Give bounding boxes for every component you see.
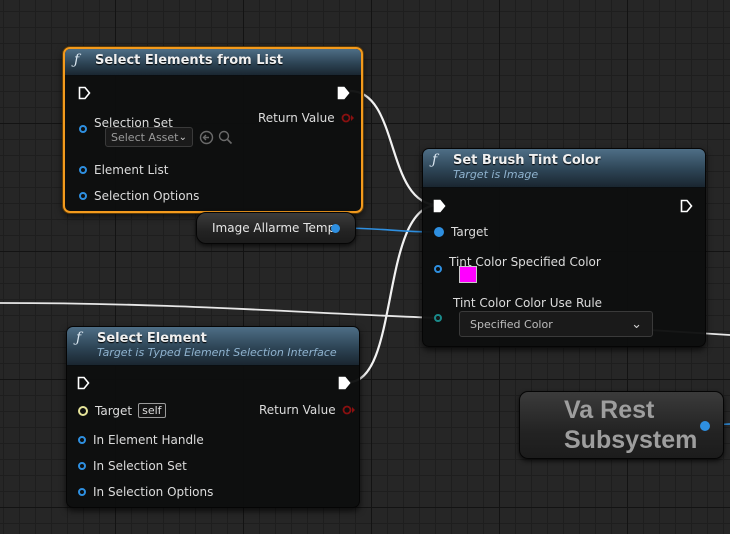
pin-element-list[interactable]: Element List: [79, 163, 168, 177]
pin-in-element-handle-icon[interactable]: [78, 436, 86, 444]
function-icon: ƒ: [76, 330, 82, 346]
variable-image-allarme-temp[interactable]: Image Allarme Temp: [196, 212, 356, 244]
variable-label-line1: Va Rest: [564, 396, 655, 424]
pin-in-selection-options-icon[interactable]: [78, 488, 86, 496]
pin-in-selection-set-icon[interactable]: [78, 462, 86, 470]
node-title: Select Elements from List: [95, 53, 283, 68]
exec-wire-2: [348, 203, 439, 384]
exec-in-icon[interactable]: [77, 376, 90, 390]
pin-tint-color-specified-icon[interactable]: [434, 265, 442, 273]
passing-wire-left: [0, 302, 441, 319]
tint-color-swatch[interactable]: [459, 266, 477, 283]
pin-in-selection-set-label: In Selection Set: [93, 459, 187, 473]
pin-tint-color-use-rule[interactable]: Tint Color Color Use Rule: [434, 296, 602, 310]
variable-va-rest-subsystem[interactable]: Va Rest Subsystem: [519, 391, 724, 459]
pin-tint-color-use-rule-icon[interactable]: [434, 314, 442, 322]
pin-target[interactable]: Target: [434, 225, 488, 239]
pin-target-label: Target: [451, 225, 489, 239]
node-title: Set Brush Tint Color: [453, 153, 601, 168]
exec-out-icon[interactable]: [337, 86, 350, 100]
function-icon: ƒ: [74, 52, 80, 68]
pin-target[interactable]: Target self: [78, 403, 166, 418]
pin-return-value-label: Return Value: [258, 111, 335, 125]
select-asset-combo-label: Select Asset: [111, 130, 179, 144]
pin-selection-options[interactable]: Selection Options: [79, 189, 199, 203]
chevron-down-icon: ⌄: [178, 131, 187, 143]
node-set-brush-tint-color[interactable]: ƒ Set Brush Tint Color Target is Image T…: [422, 148, 706, 347]
node-subtitle: Target is Typed Element Selection Interf…: [97, 346, 337, 359]
pin-element-list-label: Element List: [94, 163, 169, 177]
exec-in-icon[interactable]: [433, 199, 446, 213]
node-title: Select Element: [97, 331, 207, 346]
search-icon[interactable]: [218, 130, 233, 145]
node-select-elements-from-list[interactable]: ƒ Select Elements from List Selection Se…: [63, 47, 363, 213]
node-subtitle: Target is Image: [453, 168, 539, 181]
pin-selection-options-icon[interactable]: [79, 192, 87, 200]
pin-in-selection-set[interactable]: In Selection Set: [78, 459, 187, 473]
pin-in-selection-options[interactable]: In Selection Options: [78, 485, 213, 499]
browse-back-icon[interactable]: [199, 130, 214, 145]
variable-output-pin[interactable]: [700, 421, 710, 431]
self-tag: self: [138, 403, 166, 418]
select-asset-combo[interactable]: Select Asset ⌄: [105, 127, 193, 147]
exec-out-icon[interactable]: [338, 376, 351, 390]
pin-selection-options-label: Selection Options: [94, 189, 200, 203]
pin-element-list-icon[interactable]: [79, 166, 87, 174]
pin-return-value[interactable]: Return Value: [259, 403, 356, 417]
pin-tint-color-specified[interactable]: Tint Color Specified Color: [434, 251, 601, 273]
pin-target-label: Target: [95, 403, 133, 418]
pin-return-value-label: Return Value: [259, 403, 336, 417]
color-use-rule-combo[interactable]: Specified Color ⌄: [459, 311, 653, 337]
node-header[interactable]: ƒ Set Brush Tint Color Target is Image: [423, 149, 705, 188]
pin-return-value[interactable]: Return Value: [258, 111, 355, 125]
function-icon: ƒ: [432, 152, 438, 168]
exec-wire-1: [349, 89, 439, 207]
pin-tint-color-use-rule-label: Tint Color Color Use Rule: [453, 296, 603, 310]
pin-in-element-handle[interactable]: In Element Handle: [78, 433, 204, 447]
node-select-element[interactable]: ƒ Select Element Target is Typed Element…: [66, 326, 360, 508]
pin-target-icon[interactable]: [78, 405, 88, 416]
variable-label-line2: Subsystem: [564, 426, 698, 454]
pin-tint-color-specified-label: Tint Color Specified Color: [449, 255, 601, 269]
pin-target-icon[interactable]: [434, 227, 444, 237]
pin-selection-set-label: Selection Set: [94, 116, 173, 130]
exec-out-icon[interactable]: [680, 199, 693, 213]
color-use-rule-combo-label: Specified Color: [470, 317, 553, 331]
return-value-pin-icon[interactable]: [341, 113, 355, 123]
pin-selection-set-icon[interactable]: [79, 125, 87, 133]
chevron-down-icon: ⌄: [631, 316, 642, 332]
pin-in-selection-options-label: In Selection Options: [93, 485, 214, 499]
pin-selection-set[interactable]: Selection Set: [79, 113, 173, 133]
variable-label: Image Allarme Temp: [212, 221, 336, 235]
return-value-pin-icon[interactable]: [342, 405, 356, 415]
node-header[interactable]: ƒ Select Element Target is Typed Element…: [67, 327, 359, 366]
pin-in-element-handle-label: In Element Handle: [93, 433, 204, 447]
variable-output-pin[interactable]: [331, 224, 340, 233]
node-header[interactable]: ƒ Select Elements from List: [65, 49, 361, 76]
exec-in-icon[interactable]: [78, 86, 91, 100]
